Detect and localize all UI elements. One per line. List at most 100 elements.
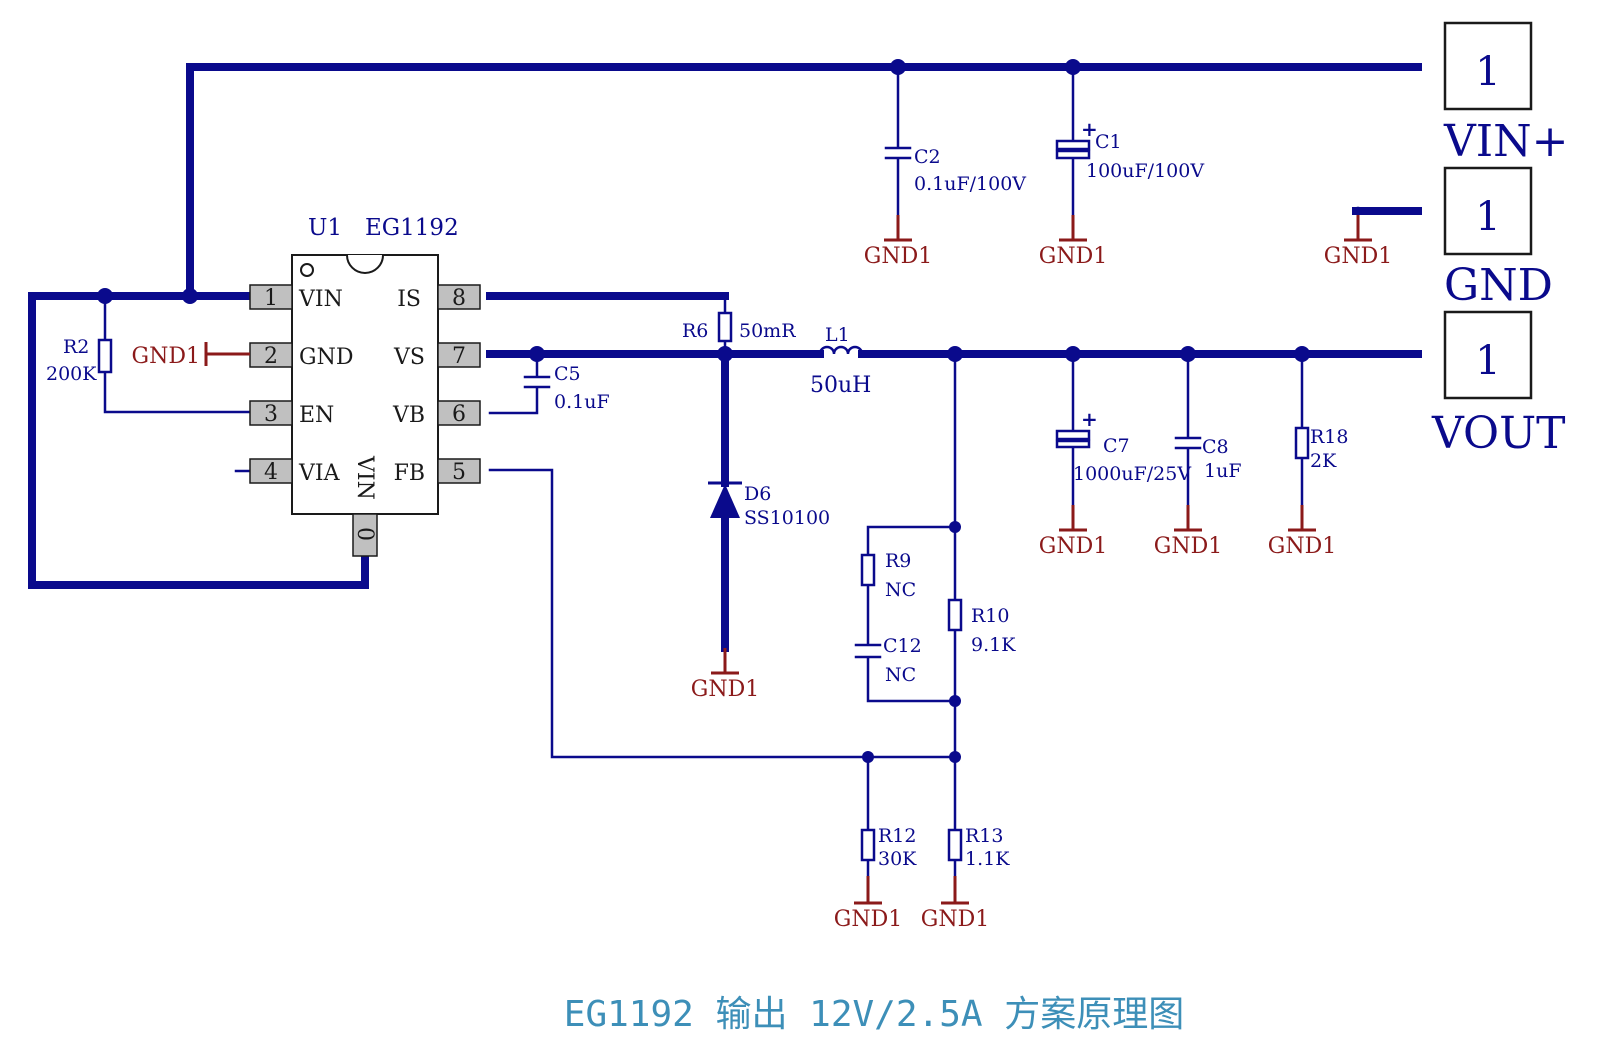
c5-ref: C5	[554, 363, 581, 385]
d6-value: SS10100	[744, 507, 830, 529]
pin-number: 3	[264, 402, 278, 427]
ic-pin-0: 0 VIN	[352, 455, 378, 557]
junction-dot	[949, 521, 961, 533]
gnd-symbol-c8: GND1	[1154, 505, 1222, 559]
resistor-r9: R9 NC	[860, 550, 916, 601]
pin-pad	[352, 513, 378, 557]
r2-ref: R2	[63, 336, 89, 358]
ic-part-number: EG1192	[365, 215, 459, 241]
vin-bus-wire	[186, 63, 1422, 300]
diode-d6: D6 SS10100	[708, 481, 830, 529]
inductor-l1: L1 50uH	[810, 324, 871, 398]
gnd-symbol-c1: GND1	[1039, 215, 1107, 269]
ic-pin-1: 1 VIN	[249, 284, 343, 312]
junction-dot	[182, 288, 198, 304]
gnd-label: GND1	[1324, 244, 1392, 269]
r6-ref: R6	[682, 320, 708, 342]
gnd-label: GND1	[1268, 534, 1336, 559]
junction-dot	[717, 346, 733, 362]
resistor-r12: R12 30K	[860, 825, 917, 870]
cap-plate-negative	[1055, 149, 1091, 160]
resistor-r13: R13 1.1K	[947, 825, 1010, 870]
c8-value: 1uF	[1204, 460, 1242, 482]
pin-number: 7	[452, 344, 466, 369]
resistor-body	[947, 828, 963, 862]
pin-number: 8	[452, 286, 466, 311]
junction-dot	[1180, 346, 1196, 362]
junction-dot	[1065, 346, 1081, 362]
pin-name: VS	[393, 345, 425, 370]
c12-bottom-wire	[866, 656, 957, 703]
gnd-symbol-c2: GND1	[864, 215, 932, 269]
r10-value: 9.1K	[971, 634, 1016, 656]
pin-pad	[249, 400, 293, 426]
r13-value: 1.1K	[965, 848, 1010, 870]
c7-ref: C7	[1103, 435, 1130, 457]
resistor-r2: R2 200K	[46, 336, 113, 385]
gnd-symbol-d6: GND1	[691, 648, 759, 702]
pin-number: 5	[452, 460, 466, 485]
connector-label: GND	[1444, 260, 1553, 311]
pin-number: 4	[264, 460, 278, 485]
junctions	[97, 59, 1310, 763]
plus-icon: +	[1081, 407, 1098, 431]
ic-pin-7: 7 VS	[393, 342, 481, 370]
junction-dot	[949, 751, 961, 763]
connector-label: VIN+	[1443, 116, 1569, 167]
r9-value: NC	[885, 579, 916, 601]
junction-dot	[949, 695, 961, 707]
pin-name: GND	[299, 345, 353, 370]
connector-box	[1443, 310, 1533, 400]
resistor-body	[860, 828, 876, 862]
pin-pad	[437, 284, 481, 310]
pin-name: FB	[394, 461, 425, 486]
c12-ref: C12	[883, 635, 922, 657]
resistor-body	[947, 598, 963, 632]
connector-vin: 1 VIN+	[1443, 21, 1569, 167]
capacitor-c8: C8 1uF	[1174, 436, 1242, 482]
r10-ref: R10	[971, 605, 1009, 627]
pin-pad	[437, 458, 481, 484]
c2-ref: C2	[914, 146, 941, 168]
cap-plate-negative	[1055, 439, 1091, 449]
r18-value: 2K	[1310, 450, 1337, 472]
ic-pin-4: 4 VIA	[249, 458, 341, 486]
junction-dot	[97, 288, 113, 304]
connector-pin: 1	[1475, 49, 1500, 95]
junction-dot	[947, 346, 963, 362]
r12-ref: R12	[878, 825, 916, 847]
c5-value: 0.1uF	[554, 391, 610, 413]
pin-number: 2	[264, 344, 278, 369]
c1-value: 100uF/100V	[1086, 160, 1204, 182]
gnd-label: GND1	[1039, 244, 1107, 269]
gnd-symbol-c7: GND1	[1039, 505, 1107, 559]
c7-value: 1000uF/25V	[1073, 463, 1191, 485]
pin-name: IS	[397, 287, 421, 312]
r12-value: 30K	[878, 848, 917, 870]
pin-name: VIN	[352, 455, 377, 500]
r2-value: 200K	[46, 363, 97, 385]
connector-label: VOUT	[1431, 408, 1566, 459]
ic-pin-5: 5 FB	[394, 458, 481, 486]
resistor-r10: R10 9.1K	[947, 598, 1016, 656]
plus-icon: +	[1081, 117, 1098, 141]
junction-dot	[1294, 346, 1310, 362]
r6-value: 50mR	[739, 320, 796, 342]
pin-number: 0	[352, 527, 377, 541]
pin-name: EN	[299, 403, 334, 428]
connector-box	[1443, 21, 1533, 111]
resistor-r6: R6 50mR	[682, 311, 796, 343]
pin-pad	[437, 400, 481, 426]
pin-pad	[249, 342, 293, 368]
r9-ref: R9	[885, 550, 911, 572]
ic-body	[291, 254, 439, 515]
c1-ref: C1	[1095, 131, 1122, 153]
connector-box	[1443, 166, 1533, 256]
gnd-symbol-r12: GND1	[834, 876, 902, 932]
resistor-body	[97, 338, 113, 374]
resistor-body	[717, 311, 733, 343]
capacitor-c7: + C7 1000uF/25V	[1055, 407, 1191, 485]
gnd-label: GND1	[921, 907, 989, 932]
r18-ref: R18	[1310, 426, 1348, 448]
